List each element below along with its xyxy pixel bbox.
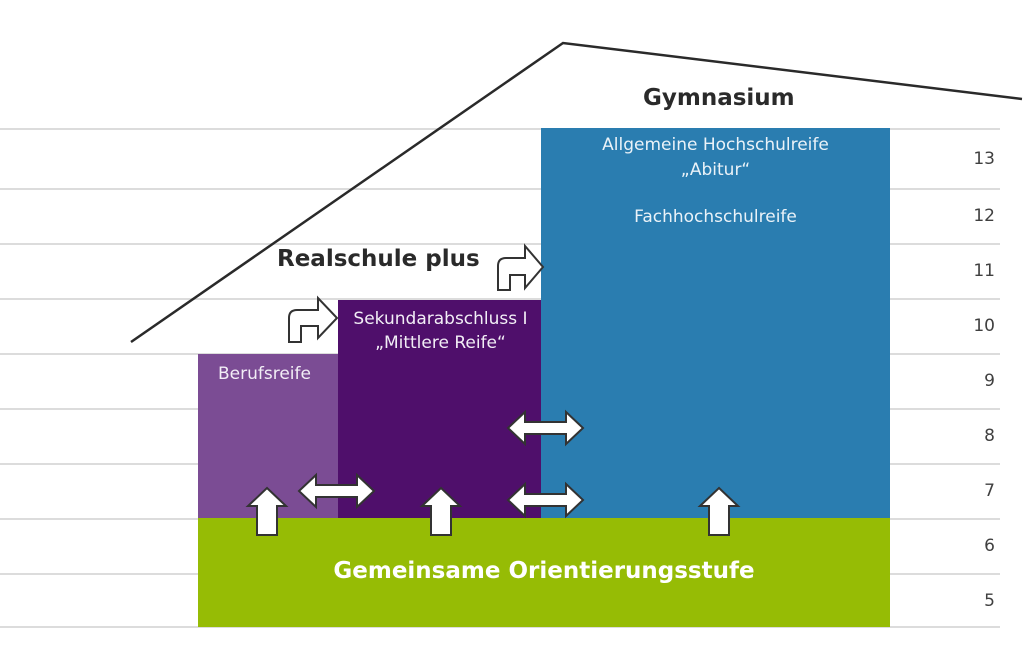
grid-line [0, 188, 1000, 190]
sekundarabschluss-line1: Sekundarabschluss I [353, 309, 528, 329]
orientierungsstufe-label: Gemeinsame Orientierungsstufe [333, 558, 755, 584]
abitur-line1: Allgemeine Hochschulreife [602, 135, 829, 155]
bend-right-arrow-icon [497, 243, 545, 291]
sekundarabschluss-line2: „Mittlere Reife“ [375, 333, 506, 353]
grade-label-7: 7 [984, 481, 995, 501]
berufsreife-label: Berufsreife [218, 364, 311, 384]
double-arrow-icon [297, 472, 376, 510]
double-arrow-icon [506, 409, 585, 447]
sekundarabschluss-block: Sekundarabschluss I „Mittlere Reife“ [338, 300, 543, 519]
grade-label-10: 10 [973, 316, 995, 336]
grade-label-13: 13 [973, 149, 995, 169]
grid-line [0, 128, 1000, 130]
grade-label-6: 6 [984, 536, 995, 556]
fachhochschulreife-label: Fachhochschulreife [634, 207, 797, 227]
gymnasium-block: Allgemeine Hochschulreife „Abitur“ Fachh… [541, 128, 890, 519]
up-arrow-icon [245, 486, 289, 536]
grid-line [0, 298, 1000, 300]
bend-right-arrow-icon [288, 295, 339, 343]
up-arrow-icon [697, 486, 741, 536]
orientierungsstufe-block [198, 518, 890, 627]
grade-label-9: 9 [984, 371, 995, 391]
roof-line [130, 41, 1023, 344]
double-arrow-icon [506, 481, 585, 519]
grid-line [0, 626, 1000, 628]
abitur-line2: „Abitur“ [680, 160, 751, 180]
gymnasium-label: Gymnasium [643, 85, 795, 111]
up-arrow-icon [419, 486, 463, 536]
grade-label-8: 8 [984, 426, 995, 446]
grid-line [0, 243, 1000, 245]
grade-label-11: 11 [973, 261, 995, 281]
grade-label-12: 12 [973, 206, 995, 226]
grade-label-5: 5 [984, 591, 995, 611]
realschule-plus-label: Realschule plus [277, 246, 480, 272]
